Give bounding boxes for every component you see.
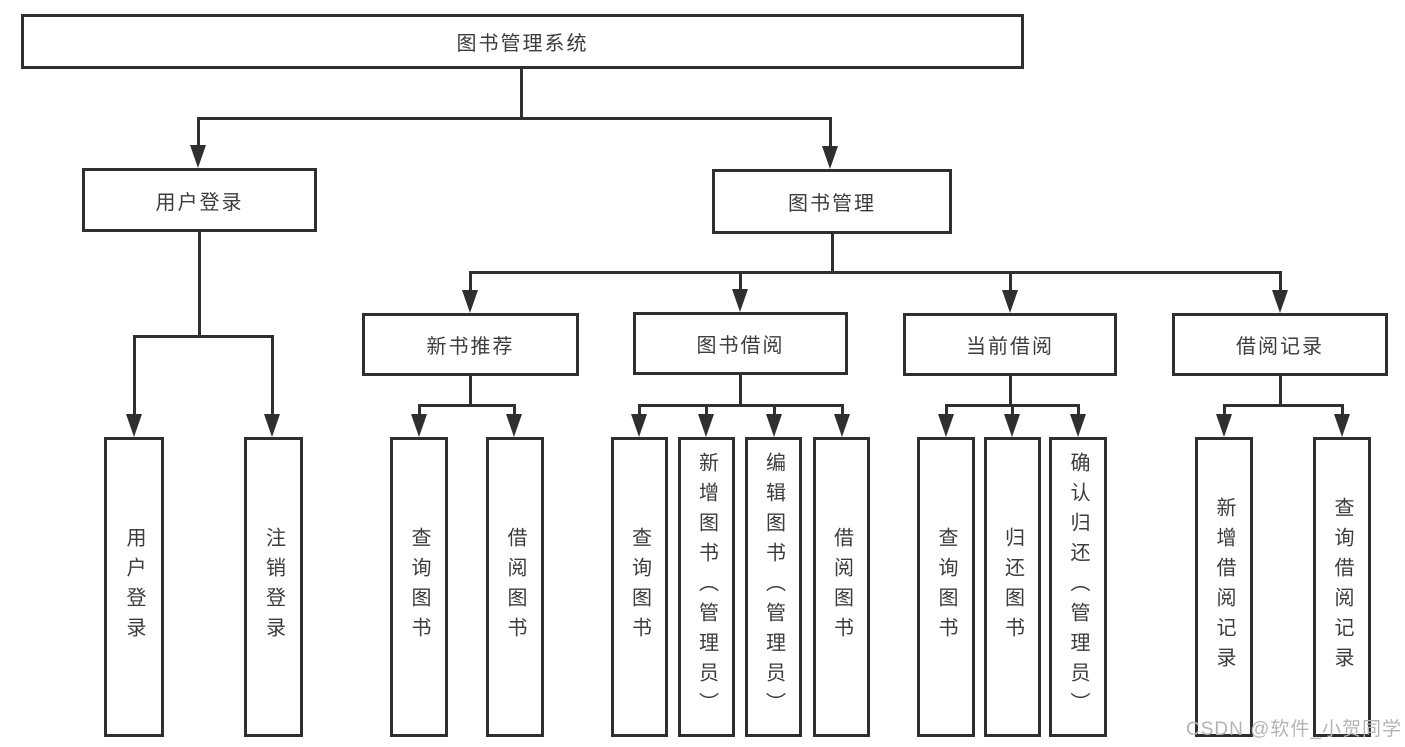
connector-line [773, 404, 776, 416]
connector-line [739, 271, 742, 293]
leaf-label: 借阅图书 [504, 527, 526, 647]
connector-line [1011, 404, 1014, 416]
leaf-label: 查询图书 [628, 527, 651, 647]
leaf-label: 确认归还（管理员） [1067, 452, 1089, 722]
leaf-label: 用户登录 [123, 527, 145, 647]
connector-line [1009, 271, 1012, 293]
connector-line [1223, 404, 1226, 416]
connector-line [1279, 271, 1282, 293]
connector-line [197, 117, 200, 150]
connector-line [271, 335, 274, 417]
arrow-down-icon [411, 414, 427, 437]
node-user-login: 用户登录 [82, 168, 317, 232]
leaf-edit-book-admin: 编辑图书（管理员） [745, 437, 802, 737]
node-book-borrowing: 图书借阅 [633, 312, 848, 375]
leaf-label: 新增借阅记录 [1213, 497, 1235, 677]
connector-line [520, 69, 523, 119]
node-book-management: 图书管理 [712, 169, 952, 234]
node-library-system: 图书管理系统 [21, 14, 1024, 69]
connector-line [469, 271, 1282, 274]
connector-line [133, 335, 136, 417]
arrow-down-icon [1272, 290, 1288, 313]
arrow-down-icon [1004, 414, 1020, 437]
arrow-down-icon [631, 414, 647, 437]
leaf-label: 查询图书 [408, 527, 430, 647]
arrow-down-icon [506, 414, 522, 437]
arrow-down-icon [1334, 414, 1350, 437]
connector-line [1341, 404, 1344, 416]
leaf-label: 新增图书（管理员） [695, 452, 718, 722]
node-borrowing-records: 借阅记录 [1172, 313, 1388, 376]
connector-line [638, 404, 844, 407]
leaf-label: 注销登录 [262, 527, 285, 647]
leaf-label: 归还图书 [1001, 527, 1024, 647]
connector-line [1223, 404, 1344, 407]
leaf-label: 查询图书 [935, 527, 957, 647]
arrow-down-icon [462, 290, 478, 313]
connector-line [469, 271, 472, 293]
arrow-down-icon [766, 414, 782, 437]
connector-line [705, 404, 708, 416]
leaf-label: 编辑图书（管理员） [762, 452, 785, 722]
arrow-down-icon [1070, 414, 1086, 437]
arrow-down-icon [822, 146, 838, 169]
connector-line [197, 117, 832, 120]
connector-line [831, 234, 834, 274]
connector-line [418, 404, 516, 407]
leaf-query-books-borrow: 查询图书 [611, 437, 668, 737]
arrow-down-icon [698, 414, 714, 437]
arrow-down-icon [1216, 414, 1232, 437]
leaf-query-borrow-record: 查询借阅记录 [1313, 437, 1371, 737]
leaf-return-book: 归还图书 [984, 437, 1041, 737]
arrow-down-icon [264, 414, 280, 437]
arrow-down-icon [1002, 290, 1018, 313]
leaf-confirm-return-admin: 确认归还（管理员） [1049, 437, 1107, 737]
arrow-down-icon [732, 289, 748, 312]
leaf-query-books-current: 查询图书 [917, 437, 975, 737]
arrow-down-icon [126, 414, 142, 437]
connector-line [1009, 376, 1012, 406]
connector-line [418, 404, 421, 416]
csdn-watermark: CSDN @软件_小贺同学 [1186, 719, 1402, 740]
connector-line [1077, 404, 1080, 416]
leaf-add-book-admin: 新增图书（管理员） [678, 437, 735, 737]
leaf-label: 借阅图书 [830, 527, 853, 647]
arrow-down-icon [190, 145, 206, 168]
connector-line [469, 376, 472, 406]
arrow-down-icon [834, 414, 850, 437]
leaf-logout: 注销登录 [244, 437, 303, 737]
arrow-down-icon [938, 414, 954, 437]
connector-line [1279, 376, 1282, 406]
leaf-label: 查询借阅记录 [1331, 497, 1353, 677]
node-new-book-recommend: 新书推荐 [362, 313, 579, 376]
connector-line [133, 335, 274, 338]
connector-line [638, 404, 641, 416]
leaf-borrow-books-recommend: 借阅图书 [486, 437, 544, 737]
connector-line [513, 404, 516, 416]
leaf-borrow-books-borrow: 借阅图书 [813, 437, 870, 737]
leaf-query-books-recommend: 查询图书 [390, 437, 448, 737]
connector-line [945, 404, 948, 416]
node-current-borrowing: 当前借阅 [903, 313, 1117, 376]
connector-line [739, 375, 742, 406]
connector-line [829, 117, 832, 151]
leaf-user-login: 用户登录 [104, 437, 164, 737]
connector-line [198, 232, 201, 338]
leaf-add-borrow-record: 新增借阅记录 [1195, 437, 1253, 737]
connector-line [841, 404, 844, 416]
